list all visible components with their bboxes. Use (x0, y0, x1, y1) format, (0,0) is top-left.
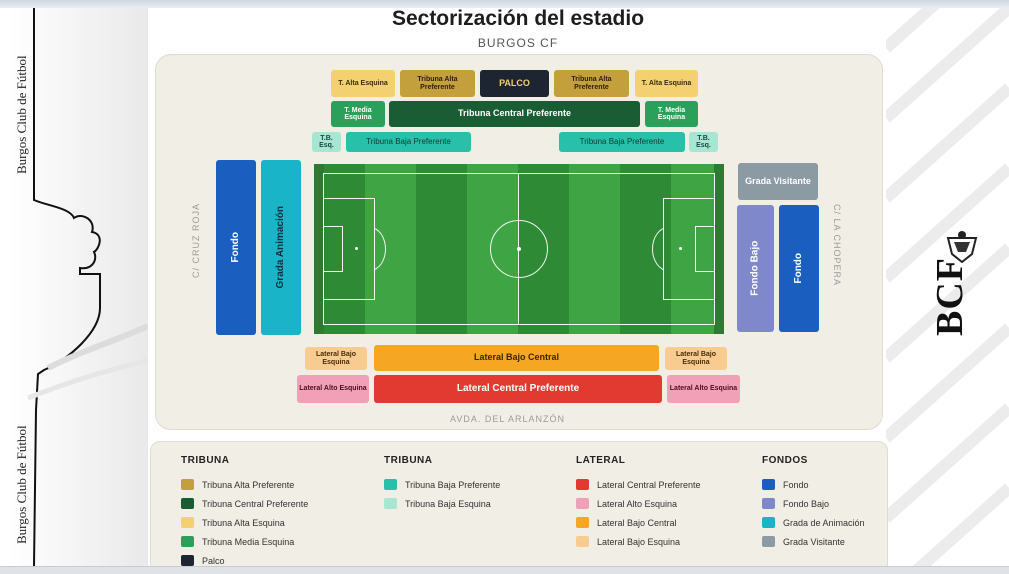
wall-outline-drawing (27, 8, 148, 566)
legend-label: Grada Visitante (783, 536, 845, 547)
sector-palco[interactable]: PALCO (480, 70, 549, 97)
sector-fondo-left[interactable]: Fondo (216, 160, 256, 335)
club-crest-icon (946, 231, 978, 264)
legend-label: Grada de Animación (783, 517, 865, 528)
legend-item: Grada Visitante (762, 536, 845, 547)
right-branding-panel: BCF (886, 8, 1009, 566)
diagonal-stripes-decoration (886, 8, 1009, 566)
legend-label: Tribuna Central Preferente (202, 498, 309, 509)
legend-item: Lateral Bajo Central (576, 517, 677, 528)
legend-label: Tribuna Baja Preferente (405, 479, 501, 490)
sector-lateral-bajo-central[interactable]: Lateral Bajo Central (374, 345, 659, 371)
sector-lateral-alto-esquina-right[interactable]: Lateral Alto Esquina (667, 375, 740, 403)
legend-swatch (384, 479, 397, 490)
legend-label: Lateral Central Preferente (597, 479, 701, 490)
sector-tribuna-baja-preferente-left[interactable]: Tribuna Baja Preferente (346, 132, 471, 152)
sector-tb-esquina-left[interactable]: T.B. Esq. (312, 132, 341, 152)
legend-swatch (576, 479, 589, 490)
legend-column-title: TRIBUNA (384, 455, 433, 466)
legend-column-title: FONDOS (762, 455, 808, 466)
sector-grada-visitante[interactable]: Grada Visitante (738, 163, 818, 200)
club-logo-text: BCF (929, 257, 971, 336)
legend-label: Lateral Alto Esquina (597, 498, 678, 509)
side-brand-text-top: Burgos Club de Fútbol (14, 55, 29, 174)
legend-label: Tribuna Baja Esquina (405, 498, 491, 509)
legend-label: Tribuna Alta Preferente (202, 479, 295, 490)
legend-label: Palco (202, 555, 225, 566)
sector-t-media-esquina-left[interactable]: T. Media Esquina (331, 101, 385, 127)
legend-swatch (576, 498, 589, 509)
legend-item: Fondo Bajo (762, 498, 829, 509)
legend-label: Fondo Bajo (783, 498, 830, 509)
legend-swatch (384, 498, 397, 509)
legend-swatch (181, 479, 194, 490)
legend-swatch (762, 517, 775, 528)
legend-label: Tribuna Media Esquina (202, 536, 295, 547)
legend-swatch (762, 498, 775, 509)
legend-swatch (762, 479, 775, 490)
legend-item: Tribuna Media Esquina (181, 536, 294, 547)
sector-lateral-alto-esquina-left[interactable]: Lateral Alto Esquina (297, 375, 369, 403)
legend-label: Tribuna Alta Esquina (202, 517, 285, 528)
legend-swatch (181, 498, 194, 509)
legend-swatch (181, 555, 194, 566)
sector-tribuna-baja-preferente-right[interactable]: Tribuna Baja Preferente (559, 132, 685, 152)
football-pitch (314, 164, 724, 334)
sector-lateral-central-preferente[interactable]: Lateral Central Preferente (374, 375, 662, 403)
legend-item: Tribuna Central Preferente (181, 498, 308, 509)
sector-t-media-esquina-right[interactable]: T. Media Esquina (645, 101, 698, 127)
legend-swatch (576, 536, 589, 547)
street-right: C/ LA CHOPERA (832, 204, 842, 287)
sector-tb-esquina-right[interactable]: T.B. Esq. (689, 132, 718, 152)
sector-lateral-bajo-esquina-right[interactable]: Lateral Bajo Esquina (665, 347, 727, 370)
sector-tribuna-alta-preferente-left[interactable]: Tribuna Alta Preferente (400, 70, 475, 97)
legend-label: Lateral Bajo Esquina (597, 536, 681, 547)
left-branding-panel: Burgos Club de Fútbol Burgos Club de Fút… (8, 8, 148, 566)
legend-item: Palco (181, 555, 225, 566)
window-top-bar (0, 0, 1009, 8)
sector-fondo-right[interactable]: Fondo (779, 205, 819, 332)
legend-swatch (181, 536, 194, 547)
sector-tribuna-alta-preferente-right[interactable]: Tribuna Alta Preferente (554, 70, 629, 97)
sector-tribuna-central-preferente[interactable]: Tribuna Central Preferente (389, 101, 640, 127)
legend-item: Lateral Alto Esquina (576, 498, 677, 509)
legend-swatch (181, 517, 194, 528)
side-brand-text-bottom: Burgos Club de Fútbol (14, 425, 29, 544)
legend-item: Fondo (762, 479, 809, 490)
legend-swatch (576, 517, 589, 528)
street-bottom: AVDA. DEL ARLANZÓN (450, 414, 566, 424)
window-bottom-bar (0, 566, 1009, 574)
legend-item: Tribuna Baja Preferente (384, 479, 500, 490)
legend-item: Tribuna Alta Preferente (181, 479, 294, 490)
legend-item: Tribuna Alta Esquina (181, 517, 285, 528)
sector-t-alta-esquina-left[interactable]: T. Alta Esquina (331, 70, 395, 97)
legend-column-title: TRIBUNA (181, 455, 230, 466)
sector-lateral-bajo-esquina-left[interactable]: Lateral Bajo Esquina (305, 347, 367, 370)
legend-swatch (762, 536, 775, 547)
legend-item: Grada de Animación (762, 517, 865, 528)
legend-column-title: LATERAL (576, 455, 626, 466)
page-title: Sectorización del estadio (391, 7, 645, 30)
legend-label: Fondo (783, 479, 809, 490)
legend-item: Lateral Bajo Esquina (576, 536, 680, 547)
sector-fondo-bajo[interactable]: Fondo Bajo (737, 205, 774, 332)
legend-label: Lateral Bajo Central (597, 517, 677, 528)
sector-t-alta-esquina-right[interactable]: T. Alta Esquina (635, 70, 698, 97)
legend-item: Tribuna Baja Esquina (384, 498, 491, 509)
street-left: C/ CRUZ ROJA (191, 203, 201, 278)
page-subtitle: BURGOS CF (477, 36, 559, 50)
legend-item: Lateral Central Preferente (576, 479, 701, 490)
sector-grada-animacion[interactable]: Grada Animación (261, 160, 301, 335)
